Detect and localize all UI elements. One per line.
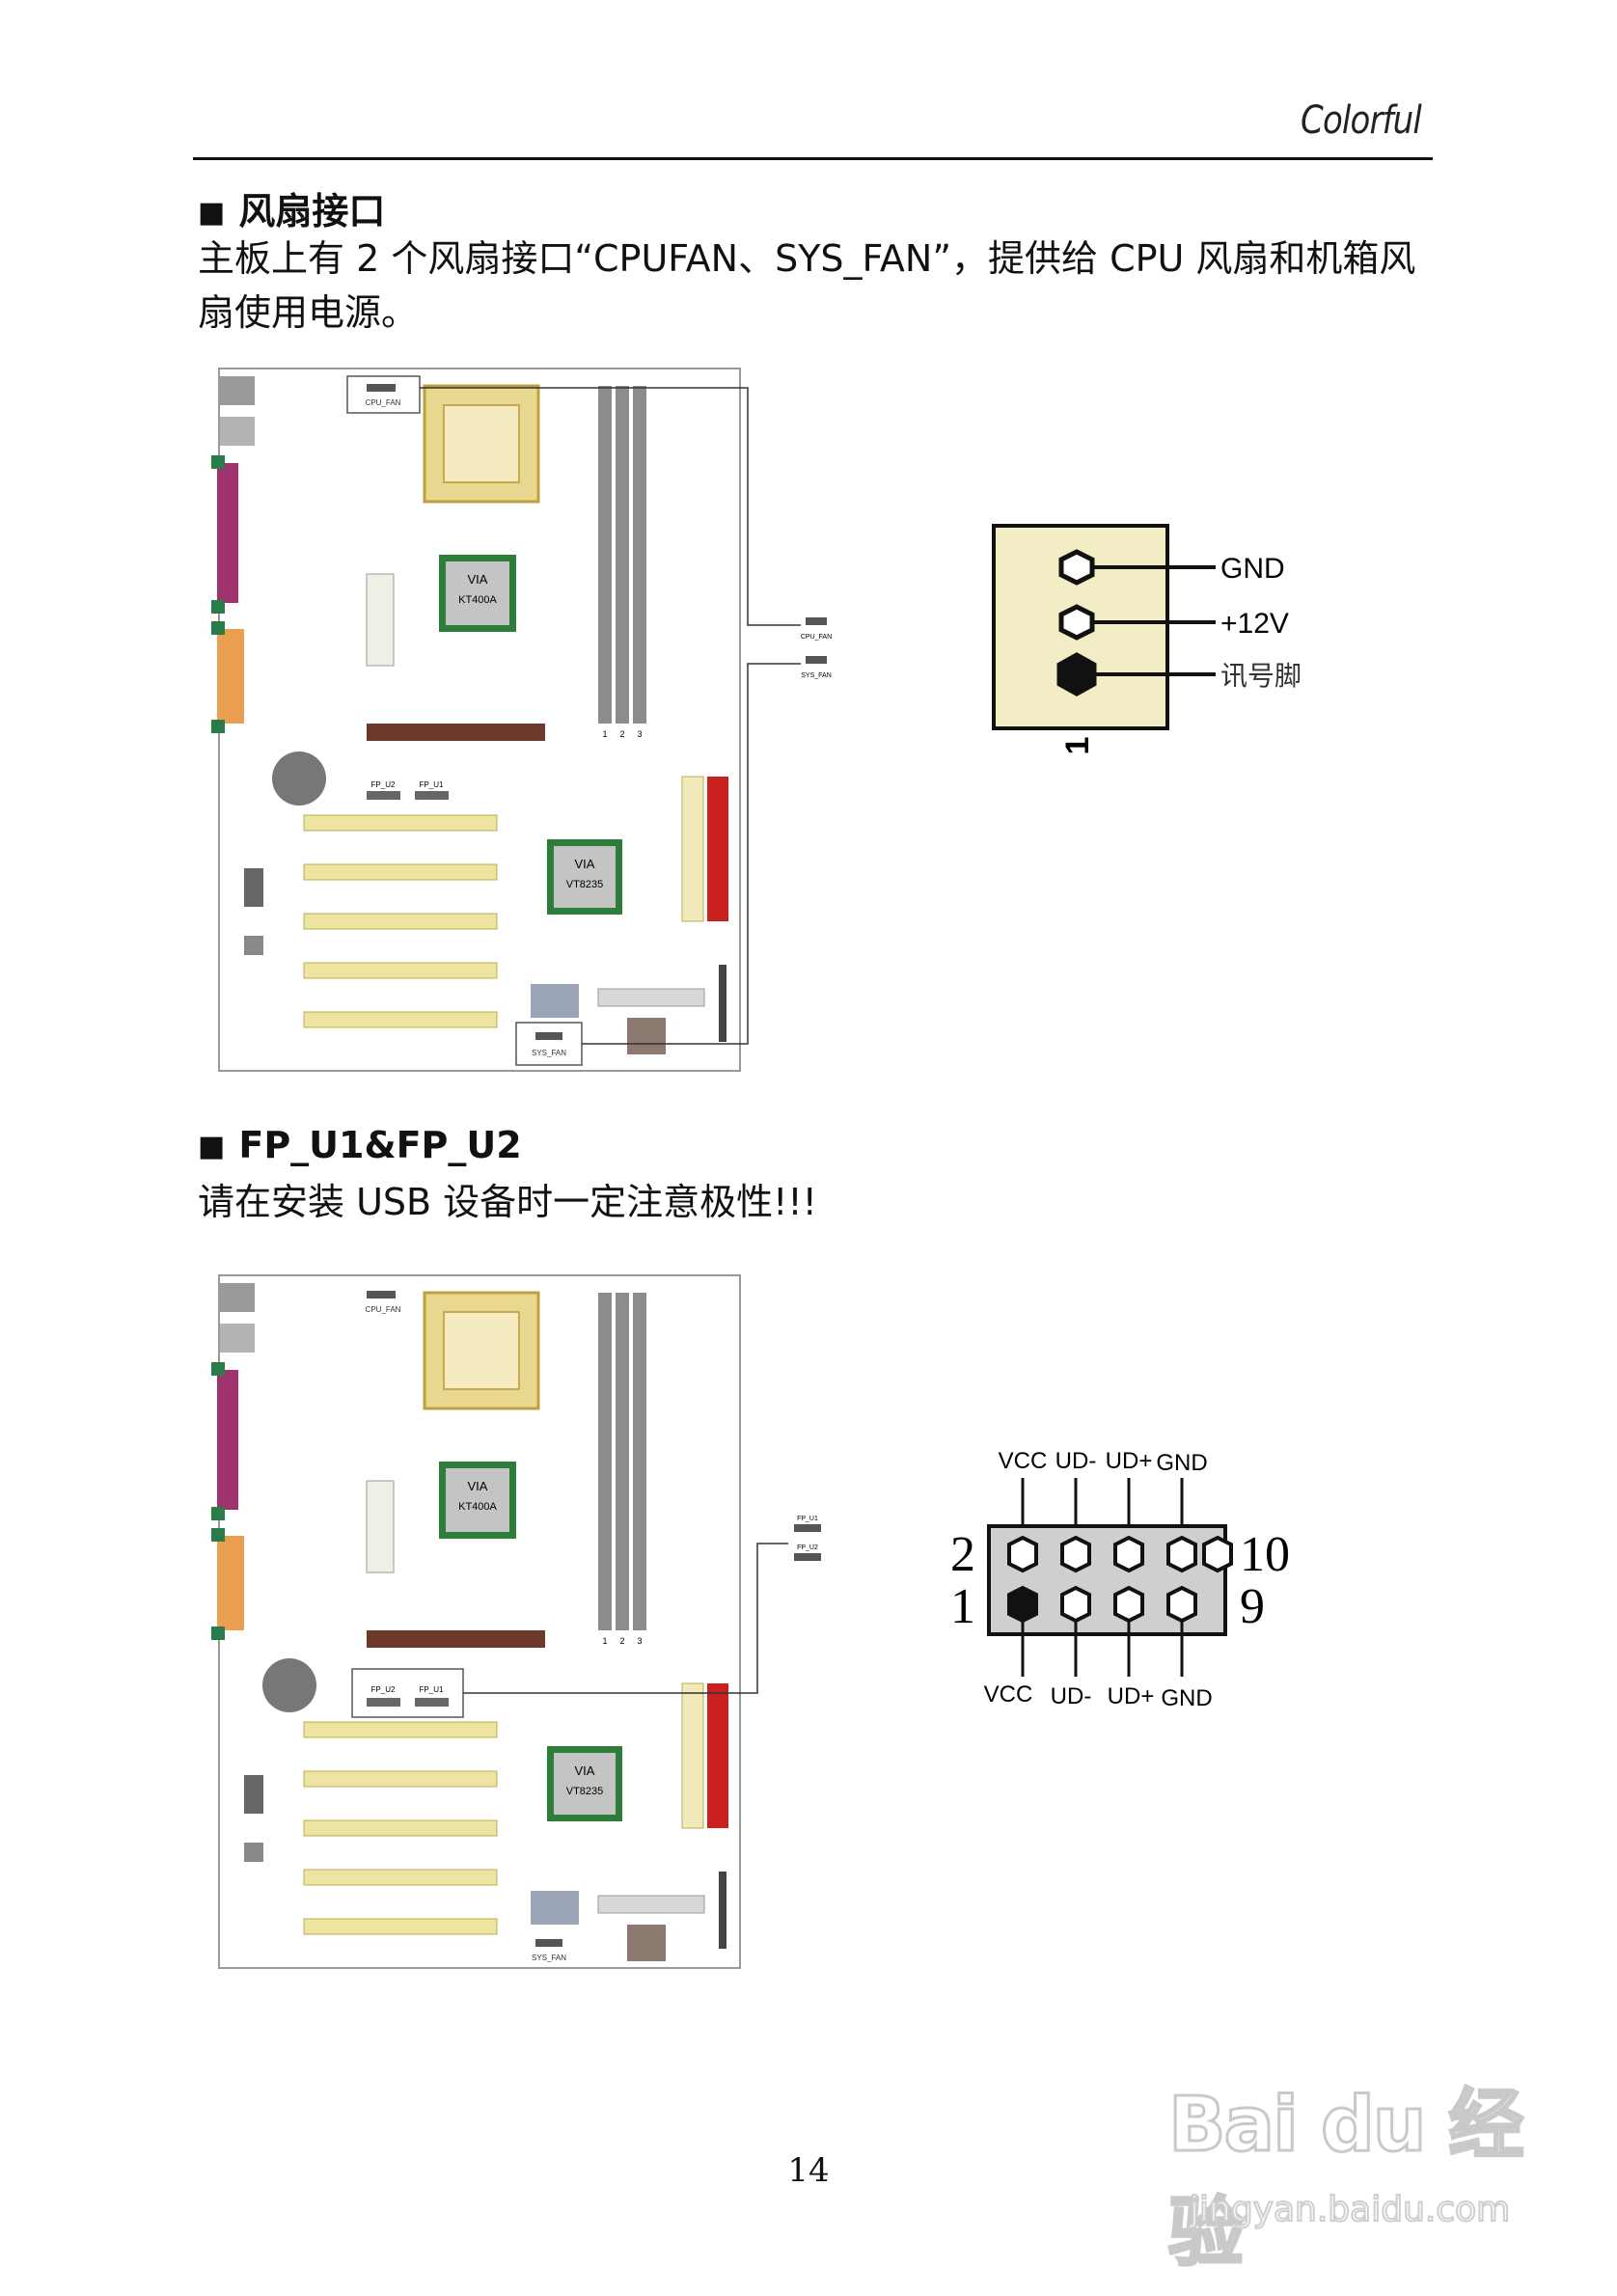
usb-row-label-9: 9: [1240, 1579, 1265, 1634]
watermark-url: jingyan.baidu.com: [1189, 2189, 1511, 2230]
header-rule: [193, 157, 1433, 160]
section-title-fan: ■ 风扇接口: [198, 181, 385, 234]
usb-row-label-10: 10: [1240, 1527, 1290, 1582]
south-chip-label-1: VIA: [575, 1763, 595, 1778]
usb-bottom-label-gnd: GND: [1161, 1685, 1212, 1711]
sys-fan-label: SYS_FAN: [532, 1049, 566, 1057]
north-chip-label-1: VIA: [468, 572, 488, 587]
dimm-number-2: 2: [619, 729, 624, 739]
fp-u2-label: FP_U2: [371, 780, 396, 789]
sys-fan-label: SYS_FAN: [532, 1954, 566, 1962]
south-chip-label-1: VIA: [575, 857, 595, 871]
bullet-icon: ■: [198, 1130, 226, 1163]
brand-logo-text: Colorful: [1301, 98, 1422, 143]
fp-u2-label: FP_U2: [371, 1685, 396, 1694]
usb-top-label-vcc: VCC: [999, 1448, 1048, 1474]
north-chip-label-2: KT400A: [458, 1501, 497, 1513]
section-paragraph-usb: 请在安装 USB 设备时一定注意极性!!!: [198, 1181, 817, 1223]
fp-u1-label: FP_U1: [420, 780, 444, 789]
section-title-usb: ■ FP_U1&FP_U2: [198, 1124, 522, 1166]
section-title-text: 风扇接口: [238, 190, 386, 232]
usb-top-label-gnd: GND: [1156, 1450, 1207, 1476]
page-number: 14: [787, 2151, 830, 2190]
usb-bottom-label-udplus: UD+: [1108, 1683, 1155, 1709]
usb-bottom-label-vcc: VCC: [984, 1681, 1033, 1708]
south-chip-label-2: VT8235: [566, 879, 604, 890]
fan-pin-12v: +12V: [1220, 608, 1289, 640]
motherboard-diagram-usb: CPU_FAN 1 2 3 VIA KT400A FP_U2 FP_U1 VIA…: [211, 1274, 821, 1969]
usb-top-label-udminus: UD-: [1055, 1448, 1097, 1474]
usb-header-pinout: VCC UD- UD+ GND VCC UD- UD+ GND 2 1 10 9: [950, 1448, 1290, 1711]
dimm-number-3: 3: [637, 1636, 642, 1646]
fp-u1-label: FP_U1: [420, 1685, 444, 1694]
fan-connector-pinout: GND +12V 讯号脚 1: [992, 524, 1302, 755]
usb-row-label-1: 1: [950, 1579, 975, 1634]
fan-pin-signal: 讯号脚: [1220, 661, 1302, 691]
section-paragraph-fan: 主板上有 2 个风扇接口“CPUFAN、SYS_FAN”，提供给 CPU 风扇和…: [198, 237, 1416, 334]
dimm-number-1: 1: [602, 1636, 607, 1646]
dimm-number-3: 3: [637, 729, 642, 739]
usb-top-label-udplus: UD+: [1106, 1448, 1153, 1474]
dimm-number-1: 1: [602, 729, 607, 739]
dimm-number-2: 2: [619, 1636, 624, 1646]
watermark-logo: Bai du 经验: [1167, 2081, 1526, 2279]
usb-row-label-2: 2: [950, 1527, 975, 1582]
fan-pin-gnd: GND: [1220, 553, 1285, 585]
fp-u2-label-right: FP_U2: [797, 1544, 818, 1551]
bullet-icon: ■: [198, 196, 226, 230]
usb-bottom-label-udminus: UD-: [1051, 1683, 1092, 1709]
fan-pin1-label: 1: [1059, 737, 1096, 755]
watermark: Bai du 经验 jingyan.baidu.com: [1167, 2064, 1526, 2279]
south-chip-label-2: VT8235: [566, 1786, 604, 1797]
north-chip-label-1: VIA: [468, 1479, 488, 1493]
cpu-fan-label-right: CPU_FAN: [801, 634, 832, 641]
cpu-fan-label: CPU_FAN: [366, 398, 401, 407]
north-chip-label-2: KT400A: [458, 594, 497, 606]
sys-fan-label-right: SYS_FAN: [801, 672, 832, 679]
section-title-text: FP_U1&FP_U2: [238, 1124, 522, 1166]
cpu-fan-label: CPU_FAN: [366, 1305, 401, 1314]
fp-u1-label-right: FP_U1: [797, 1516, 818, 1522]
motherboard-diagram-fan: CPU_FAN 1 2 3 VIA KT400A FP_U2 FP_U1 VIA…: [211, 368, 832, 1072]
